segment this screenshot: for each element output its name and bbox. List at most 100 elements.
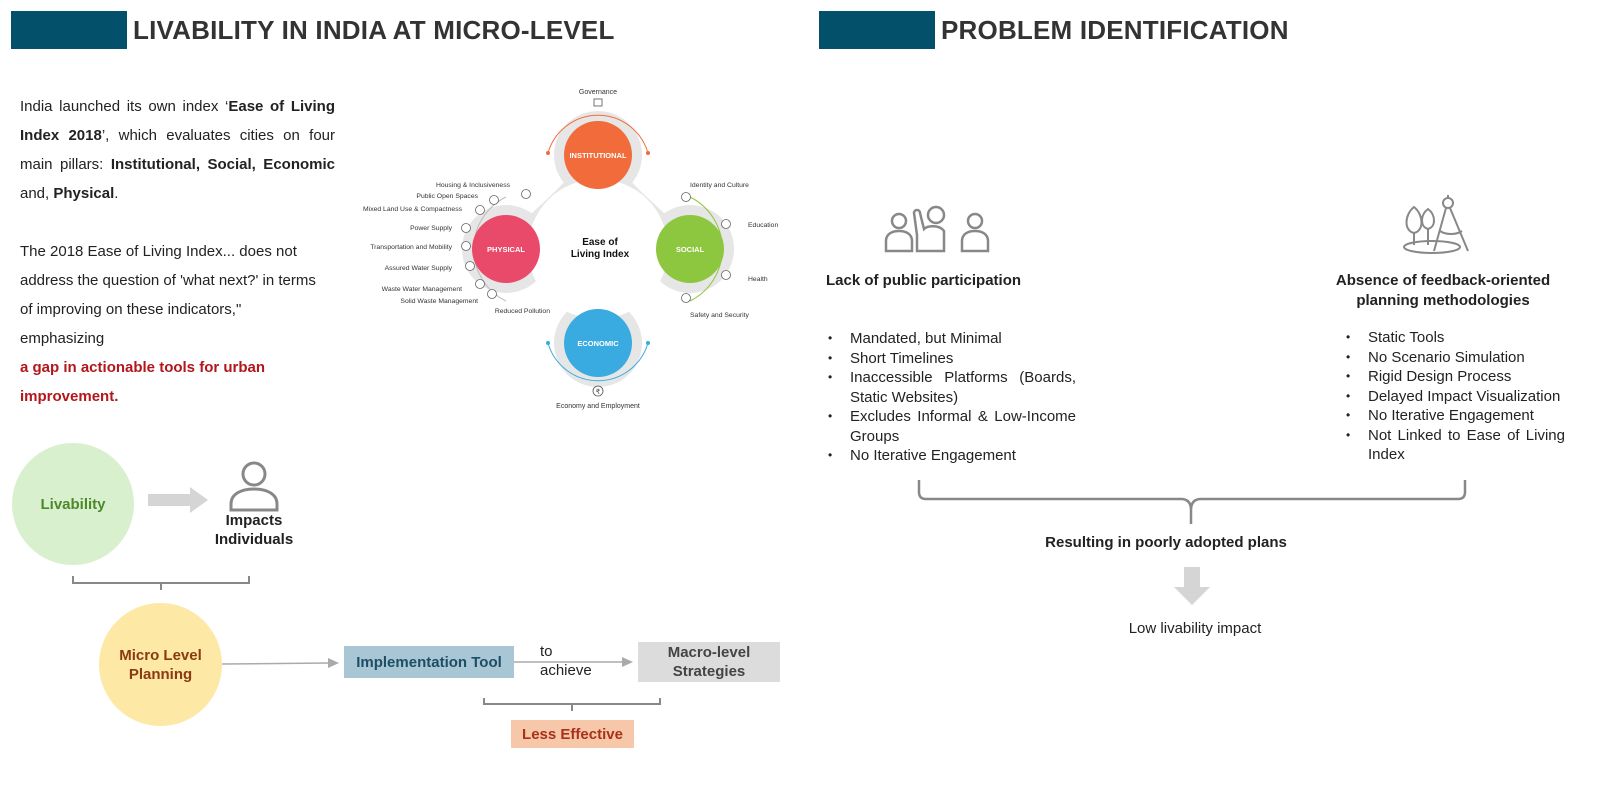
center-title-line1: Ease of xyxy=(582,237,618,248)
intro-text-3: and, xyxy=(20,185,54,202)
issue-item: No Scenario Simulation xyxy=(1344,348,1565,368)
physical-indicator-icon xyxy=(489,195,499,205)
participation-issues-list: Mandated, but MinimalShort TimelinesInac… xyxy=(826,329,1076,466)
physical-indicator-icon xyxy=(461,241,471,251)
social-labels: Identity and CultureEducationHealthSafet… xyxy=(681,182,778,319)
physical-indicator-label: Solid Waste Management xyxy=(400,298,478,305)
social-indicator-icon xyxy=(681,293,691,303)
participation-icon xyxy=(884,205,990,253)
social-indicator-icon xyxy=(681,192,691,202)
right-title: PROBLEM IDENTIFICATION xyxy=(941,15,1289,45)
feedback-heading: Absence of feedback-oriented planning me… xyxy=(1335,272,1551,309)
implementation-tool-box: Implementation Tool xyxy=(344,646,514,678)
social-pillar xyxy=(656,215,724,283)
physical-indicator-label: Mixed Land Use & Compactness xyxy=(363,206,463,213)
physical-indicator-icon xyxy=(487,289,497,299)
issue-item: Mandated, but Minimal xyxy=(826,329,1076,349)
physical-indicator-icon xyxy=(475,205,485,215)
issue-item: No Iterative Engagement xyxy=(1344,406,1565,426)
center-title-line2: Living Index xyxy=(571,249,630,260)
less-effective-label: Less Effective xyxy=(522,725,623,743)
economy-arc xyxy=(547,342,649,382)
intro-paragraph: India launched its own index ‘Ease of Li… xyxy=(20,92,335,208)
right-title-bar xyxy=(819,11,935,49)
physical-indicator-label: Assured Water Supply xyxy=(385,265,453,272)
problems-bracket xyxy=(917,480,1467,524)
rupee-icon xyxy=(592,385,604,397)
macro-strategies-label: Macro-level Strategies xyxy=(667,644,751,680)
result-down-arrow xyxy=(1174,567,1210,605)
livability-circle: Livability xyxy=(12,443,134,565)
ease-of-living-diagram: INSTITUTIONAL SOCIAL ECONOMIC PHYSICAL E… xyxy=(363,89,778,410)
low-impact-text: Low livability impact xyxy=(1128,620,1262,637)
physical-label: PHYSICAL xyxy=(487,245,525,254)
institutional-label: INSTITUTIONAL xyxy=(569,151,626,160)
planning-tools-icon xyxy=(1403,195,1469,254)
issue-item: No Iterative Engagement xyxy=(826,446,1076,466)
economy-text: Economy and Employment xyxy=(556,403,640,410)
livability-bracket xyxy=(72,576,250,590)
social-indicator-label: Education xyxy=(748,222,778,229)
social-label: SOCIAL xyxy=(676,245,705,254)
micro-to-tool-arrow xyxy=(222,658,339,668)
issue-item: Rigid Design Process xyxy=(1344,367,1565,387)
social-indicator-icon xyxy=(721,270,731,280)
gap-highlight: a gap in actionable tools for urban impr… xyxy=(20,359,266,405)
result-text: Resulting in poorly adopted plans xyxy=(1045,534,1287,551)
rupee-symbol: ₹ xyxy=(596,388,601,396)
intro-index-name: Ease of Living Index 2018 xyxy=(20,98,335,144)
issue-item: Not Linked to Ease of Living Index xyxy=(1344,426,1565,465)
micro-planning-label: Micro Level Planning xyxy=(119,646,202,683)
participation-heading: Lack of public participation xyxy=(826,272,1022,289)
social-indicator-label: Safety and Security xyxy=(690,312,750,319)
economic-label: ECONOMIC xyxy=(577,339,619,348)
left-title: LIVABILITY IN INDIA AT MICRO-LEVEL xyxy=(133,15,615,45)
physical-indicator-label: Public Open Spaces xyxy=(416,193,478,200)
issue-item: Static Tools xyxy=(1344,328,1565,348)
governance-text: Governance xyxy=(579,89,617,96)
governance-icon xyxy=(593,98,603,107)
impacts-label: Impacts Individuals xyxy=(214,512,294,548)
gap-paragraph: The 2018 Ease of Living Index... does no… xyxy=(20,237,320,411)
physical-indicator-icon xyxy=(521,189,531,199)
macro-strategies-box: Macro-level Strategies xyxy=(638,642,780,682)
intro-text-4: . xyxy=(114,185,119,202)
intro-pillars: Institutional, Social, Economic xyxy=(110,156,335,173)
social-indicator-label: Identity and Culture xyxy=(690,182,749,189)
physical-indicator-label: Transportation and Mobility xyxy=(370,244,452,251)
less-effective-box: Less Effective xyxy=(511,720,634,748)
physical-pillar xyxy=(472,215,540,283)
physical-indicator-icon xyxy=(465,261,475,271)
physical-indicator-icon xyxy=(475,279,485,289)
social-indicator-label: Health xyxy=(748,276,768,283)
tool-to-macro-arrow xyxy=(514,657,633,667)
intro-text-1: India launched its own index ‘ xyxy=(20,98,229,115)
issue-item: Excludes Informal & Low-Income Groups xyxy=(826,407,1076,446)
to-text: to xyxy=(540,643,553,660)
micro-planning-circle: Micro Level Planning xyxy=(99,603,222,726)
physical-indicator-label: Power Supply xyxy=(410,225,453,232)
physical-indicator-icon xyxy=(461,223,471,233)
economic-pillar xyxy=(564,309,632,377)
gap-text: The 2018 Ease of Living Index... does no… xyxy=(20,243,316,347)
institutional-pillar xyxy=(564,121,632,189)
issue-item: Short Timelines xyxy=(826,349,1076,369)
implementation-tool-label: Implementation Tool xyxy=(356,653,502,671)
feedback-issues-list: Static ToolsNo Scenario SimulationRigid … xyxy=(1344,328,1565,465)
achieve-text: achieve xyxy=(540,662,592,679)
livability-arrow xyxy=(148,487,208,513)
issue-item: Inaccessible Platforms (Boards, Static W… xyxy=(826,368,1076,407)
tool-bracket xyxy=(483,698,661,711)
issue-item: Delayed Impact Visualization xyxy=(1344,387,1565,407)
person-icon xyxy=(229,461,279,512)
physical-indicator-label: Housing & Inclusiveness xyxy=(436,182,511,189)
physical-indicator-label: Waste Water Management xyxy=(382,286,462,293)
livability-label: Livability xyxy=(40,495,106,513)
intro-physical: Physical xyxy=(53,185,115,202)
left-title-bar xyxy=(11,11,127,49)
governance-arc xyxy=(547,114,649,154)
social-indicator-icon xyxy=(721,219,731,229)
intro-text-2: ’, which evaluates cities on four main p… xyxy=(20,127,335,173)
physical-indicator-label: Reduced Pollution xyxy=(495,308,550,315)
